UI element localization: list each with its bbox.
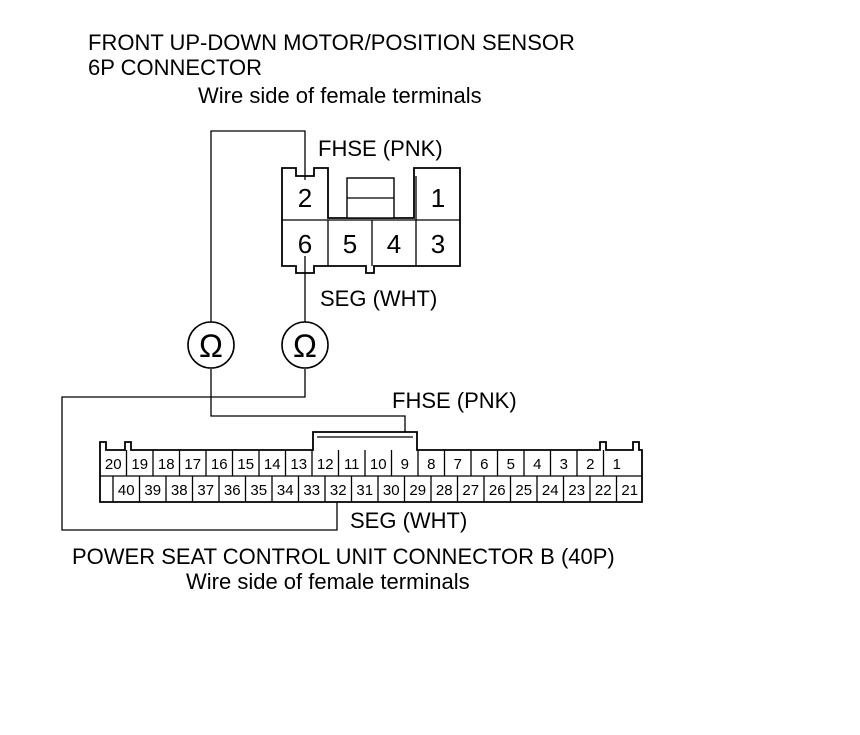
cu-terminal-28: 28 (436, 482, 453, 499)
cu-terminal-39: 39 (144, 482, 161, 499)
cu-connector-title: POWER SEAT CONTROL UNIT CONNECTOR B (40P… (72, 544, 615, 569)
cu-terminal-20: 20 (105, 456, 122, 473)
cu-terminal-38: 38 (171, 482, 188, 499)
cu-terminal-4: 4 (533, 456, 541, 473)
cu-terminal-19: 19 (131, 456, 148, 473)
ohm-icon: Ω (293, 328, 317, 364)
cu-terminal-17: 17 (184, 456, 201, 473)
cu-terminal-32: 32 (330, 482, 347, 499)
cu-terminal-21: 21 (621, 482, 638, 499)
cu-terminal-29: 29 (409, 482, 426, 499)
cu-terminal-31: 31 (356, 482, 373, 499)
cu-terminal-33: 33 (303, 482, 320, 499)
cu-terminal-9: 9 (401, 456, 409, 473)
cu-terminal-37: 37 (197, 482, 214, 499)
cu-terminal-24: 24 (542, 482, 559, 499)
cu-terminal-3: 3 (560, 456, 568, 473)
cu-terminal-27: 27 (462, 482, 479, 499)
sensor-connector-view-note: Wire side of female terminals (198, 83, 482, 108)
cu-terminal-5: 5 (507, 456, 515, 473)
cu-terminal-15: 15 (237, 456, 254, 473)
cu-terminal-12: 12 (317, 456, 334, 473)
sensor-6p-connector: 2 1 6 5 4 3 (281, 167, 461, 274)
cu-terminal-16: 16 (211, 456, 228, 473)
cu-terminal-22: 22 (595, 482, 612, 499)
cu-terminal-6: 6 (480, 456, 488, 473)
cu-terminal-40: 40 (118, 482, 135, 499)
cu-terminal-36: 36 (224, 482, 241, 499)
sensor-terminal-2: 2 (298, 183, 312, 213)
ohmmeter-left: Ω (187, 321, 235, 369)
cu-terminal-2: 2 (586, 456, 594, 473)
cu-terminal-7: 7 (454, 456, 462, 473)
cu-terminal-14: 14 (264, 456, 281, 473)
sensor-terminal-5: 5 (343, 229, 357, 259)
sensor-terminal-1: 1 (431, 183, 445, 213)
cu-terminal-18: 18 (158, 456, 175, 473)
cu-wire-label-seg: SEG (WHT) (350, 508, 467, 533)
cu-terminal-35: 35 (250, 482, 267, 499)
cu-terminal-30: 30 (383, 482, 400, 499)
cu-terminal-34: 34 (277, 482, 294, 499)
cu-connector-view-note: Wire side of female terminals (186, 569, 470, 594)
cu-wire-label-fhse: FHSE (PNK) (392, 388, 517, 413)
sensor-wire-label-fhse: FHSE (PNK) (318, 136, 443, 161)
cu-terminal-11: 11 (344, 456, 360, 473)
sensor-terminal-3: 3 (431, 229, 445, 259)
sensor-terminal-6: 6 (298, 229, 312, 259)
sensor-connector-subtitle-type: 6P CONNECTOR (88, 55, 262, 80)
ohmmeter-right: Ω (281, 321, 329, 369)
cu-terminal-8: 8 (427, 456, 435, 473)
cu-terminal-10: 10 (370, 456, 387, 473)
cu-terminal-13: 13 (290, 456, 307, 473)
cu-terminal-26: 26 (489, 482, 506, 499)
cu-terminal-1: 1 (613, 456, 621, 473)
sensor-wire-label-seg: SEG (WHT) (320, 286, 437, 311)
cu-terminal-25: 25 (515, 482, 532, 499)
sensor-connector-title: FRONT UP-DOWN MOTOR/POSITION SENSOR (88, 30, 575, 55)
cu-terminal-23: 23 (568, 482, 585, 499)
sensor-terminal-4: 4 (387, 229, 401, 259)
ohm-icon: Ω (199, 328, 223, 364)
